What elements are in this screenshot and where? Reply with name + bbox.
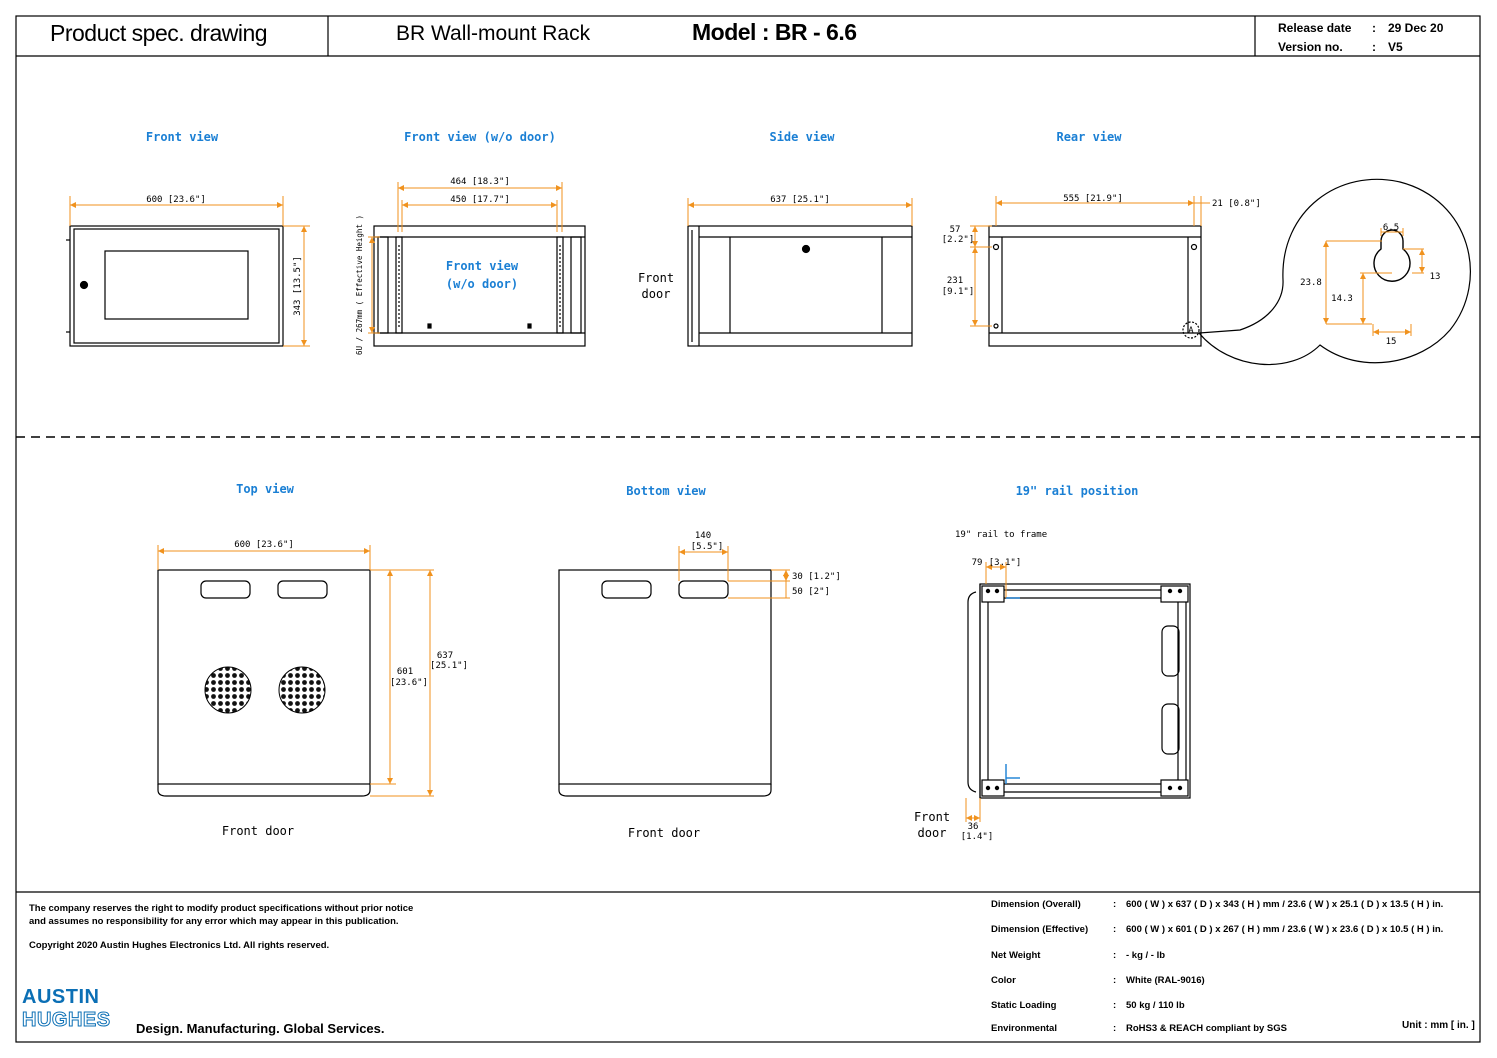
dim-bottom-140: 140 <box>695 531 711 541</box>
spec-value: 600 ( W ) x 601 ( D ) x 267 ( H ) mm / 2… <box>1126 924 1444 935</box>
dim-rear-231-in: [9.1"] <box>942 287 975 297</box>
bottom-view-dims <box>678 546 790 599</box>
spec-sep: : <box>1113 899 1117 910</box>
dim-wo-inner: 450 [17.7"] <box>450 195 510 205</box>
dim-front-width: 600 [23.6"] <box>146 195 206 205</box>
view-titles: Front view Front view (w/o door) Side vi… <box>146 130 1139 498</box>
release-label: Release date <box>1278 21 1352 35</box>
title-front-wo-door: Front view (w/o door) <box>404 130 556 144</box>
spec-key: Static Loading <box>991 1000 1057 1011</box>
logo-austin: AUSTIN <box>22 986 100 1008</box>
dim-rear-57: 57 <box>950 225 961 235</box>
spec-value: 600 ( W ) x 637 ( D ) x 343 ( H ) mm / 2… <box>1126 899 1444 910</box>
spec-value: 50 kg / 110 lb <box>1126 1000 1185 1011</box>
version-label: Version no. <box>1278 40 1343 54</box>
side-view-dims <box>687 198 913 226</box>
dim-side-depth: 637 [25.1"] <box>770 195 830 205</box>
detail-marker-a: A <box>1188 326 1194 336</box>
dim-top-width: 600 [23.6"] <box>234 540 294 550</box>
title-bottom-view: Bottom view <box>626 484 706 498</box>
dim-rail-79-in: [3.1"] <box>989 558 1022 568</box>
spec-sep: : <box>1113 924 1117 935</box>
dim-wo-outer: 464 [18.3"] <box>450 177 510 187</box>
dim-detail-15: 15 <box>1386 337 1397 347</box>
title-rear-view: Rear view <box>1056 130 1122 144</box>
top-front-door-label: Front door <box>222 824 294 838</box>
version-sep: : <box>1372 40 1376 54</box>
spec-key: Dimension (Effective) <box>991 924 1089 935</box>
model-name: Model : BR - 6.6 <box>692 19 857 45</box>
top-view-drawing <box>157 569 371 797</box>
sheet-frame <box>15 15 1481 1043</box>
tagline: Design. Manufacturing. Global Services. <box>136 1021 385 1036</box>
spec-key: Net Weight <box>991 950 1041 961</box>
rear-view-drawing <box>988 178 1471 366</box>
title-rail-position: 19" rail position <box>1016 484 1139 498</box>
spec-value: White (RAL-9016) <box>1126 975 1205 986</box>
rail-to-frame-label: 19" rail to frame <box>955 530 1047 540</box>
wo-door-inner-label-2: (w/o door) <box>446 277 518 291</box>
title-side-view: Side view <box>769 130 835 144</box>
logo-hughes: HUGHES <box>22 1009 111 1032</box>
spec-value: RoHS3 & REACH compliant by SGS <box>1126 1023 1287 1034</box>
dim-detail-6-5: 6.5 <box>1383 223 1399 233</box>
spec-key: Environmental <box>991 1023 1057 1034</box>
wo-door-inner-label-1: Front view <box>446 259 519 273</box>
dim-wo-effective: 6U / 267mm ( Effective Height ) <box>355 215 364 355</box>
front-view-dims <box>69 196 310 347</box>
front-wo-door-dims <box>368 182 563 334</box>
spec-sep: : <box>1113 950 1117 961</box>
spec-sep: : <box>1113 1023 1117 1034</box>
disclaimer-line-2: and assumes no responsibility for any er… <box>29 916 399 927</box>
dim-top-637-in: [25.1"] <box>430 661 468 671</box>
version-value: V5 <box>1388 40 1403 54</box>
drawing-title: Product spec. drawing <box>50 20 268 46</box>
front-view-drawing <box>66 225 284 347</box>
spec-value: - kg / - lb <box>1126 950 1166 961</box>
dim-bottom-30: 30 [1.2"] <box>792 572 841 582</box>
rail-position-drawing <box>967 583 1191 799</box>
dim-front-height: 343 [13.5"] <box>293 256 303 316</box>
release-value: 29 Dec 20 <box>1388 21 1444 35</box>
rail-position-dims <box>965 562 1007 822</box>
dim-detail-23-8: 23.8 <box>1300 278 1322 288</box>
side-front-label-2: door <box>642 287 671 301</box>
unit-label: Unit : mm [ in. ] <box>1402 1020 1475 1031</box>
dim-rail-36-in: [1.4"] <box>961 832 994 842</box>
disclaimer-line-1: The company reserves the right to modify… <box>29 903 414 914</box>
copyright: Copyright 2020 Austin Hughes Electronics… <box>29 940 330 951</box>
dim-rear-57-in: [2.2"] <box>942 235 975 245</box>
dim-bottom-140-in: [5.5"] <box>691 542 724 552</box>
dim-rear-offset: 21 [0.8"] <box>1212 199 1261 209</box>
rail-front-label-2: door <box>918 826 947 840</box>
rail-front-label-1: Front <box>914 810 950 824</box>
dim-rail-79: 79 <box>972 558 983 568</box>
spec-sep: : <box>1113 1000 1117 1011</box>
dim-rear-231: 231 <box>947 276 963 286</box>
top-view-dims <box>157 545 434 797</box>
bottom-view-drawing <box>558 569 772 797</box>
dim-bottom-50: 50 [2"] <box>792 587 830 597</box>
side-front-label-1: Front <box>638 271 674 285</box>
top-view-vents <box>204 666 326 714</box>
dim-rail-36: 36 <box>968 822 979 832</box>
spec-key: Color <box>991 975 1016 986</box>
title-top-view: Top view <box>236 482 295 496</box>
dim-detail-14-3: 14.3 <box>1331 294 1353 304</box>
side-view-drawing <box>687 225 913 347</box>
dim-top-601-in: [23.6"] <box>390 678 428 688</box>
spec-key: Dimension (Overall) <box>991 899 1081 910</box>
bottom-front-door-label: Front door <box>628 826 700 840</box>
rear-view-dims <box>970 196 1425 336</box>
product-name: BR Wall-mount Rack <box>396 22 591 45</box>
dim-detail-13: 13 <box>1430 272 1441 282</box>
dim-top-601: 601 <box>397 667 413 677</box>
dim-rear-width: 555 [21.9"] <box>1063 194 1123 204</box>
spec-sep: : <box>1113 975 1117 986</box>
title-front-view: Front view <box>146 130 219 144</box>
dim-top-637: 637 <box>437 651 453 661</box>
release-sep: : <box>1372 21 1376 35</box>
